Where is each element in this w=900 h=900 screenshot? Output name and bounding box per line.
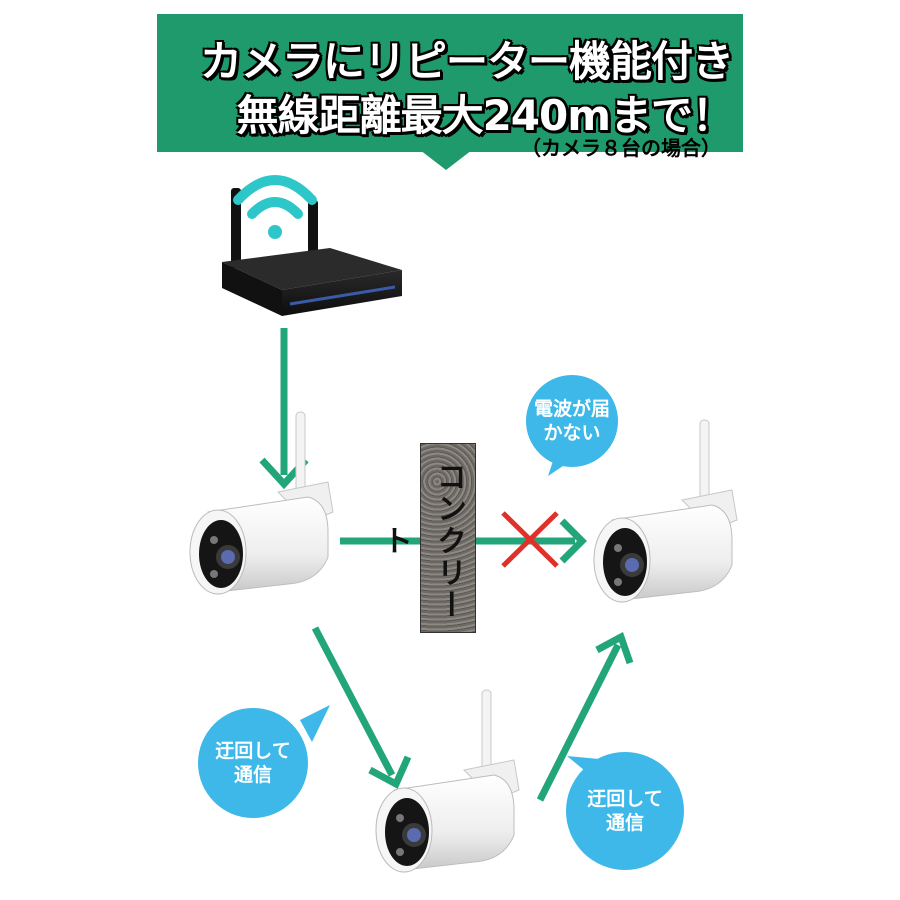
headline-line-1: カメラにリピーター機能付き — [199, 37, 734, 86]
headline-banner: カメラにリピーター機能付き 無線距離最大240mまで！ （カメラ８台の場合） — [157, 14, 743, 160]
headline-note: （カメラ８台の場合） — [521, 136, 721, 160]
bubble-signal-blocked-text: 電波が届 かない — [533, 398, 610, 444]
camera-source — [189, 411, 334, 595]
arrow-repeater-to-camera — [536, 631, 634, 802]
wifi-icon — [233, 175, 317, 239]
nvr-recorder — [222, 188, 402, 316]
bubble-detour-right-text: 迂回して 通信 — [587, 788, 663, 834]
camera-target — [593, 419, 738, 603]
bubble-detour-left-text: 迂回して 通信 — [215, 740, 291, 786]
banner-pointer — [420, 150, 472, 170]
bubble-signal-blocked: 電波が届 かない — [526, 375, 618, 467]
bubble-detour-left: 迂回して 通信 — [198, 708, 308, 818]
arrow-camera-to-repeater — [311, 626, 412, 789]
concrete-wall: コンクリート — [377, 443, 476, 633]
concrete-wall-label: コンクリート — [377, 461, 466, 621]
bubble-detour-right: 迂回して 通信 — [566, 752, 684, 870]
cross-icon — [501, 511, 559, 568]
headline-line-2: 無線距離最大240mまで！ — [236, 91, 734, 140]
bubble-tail-left — [300, 705, 330, 742]
